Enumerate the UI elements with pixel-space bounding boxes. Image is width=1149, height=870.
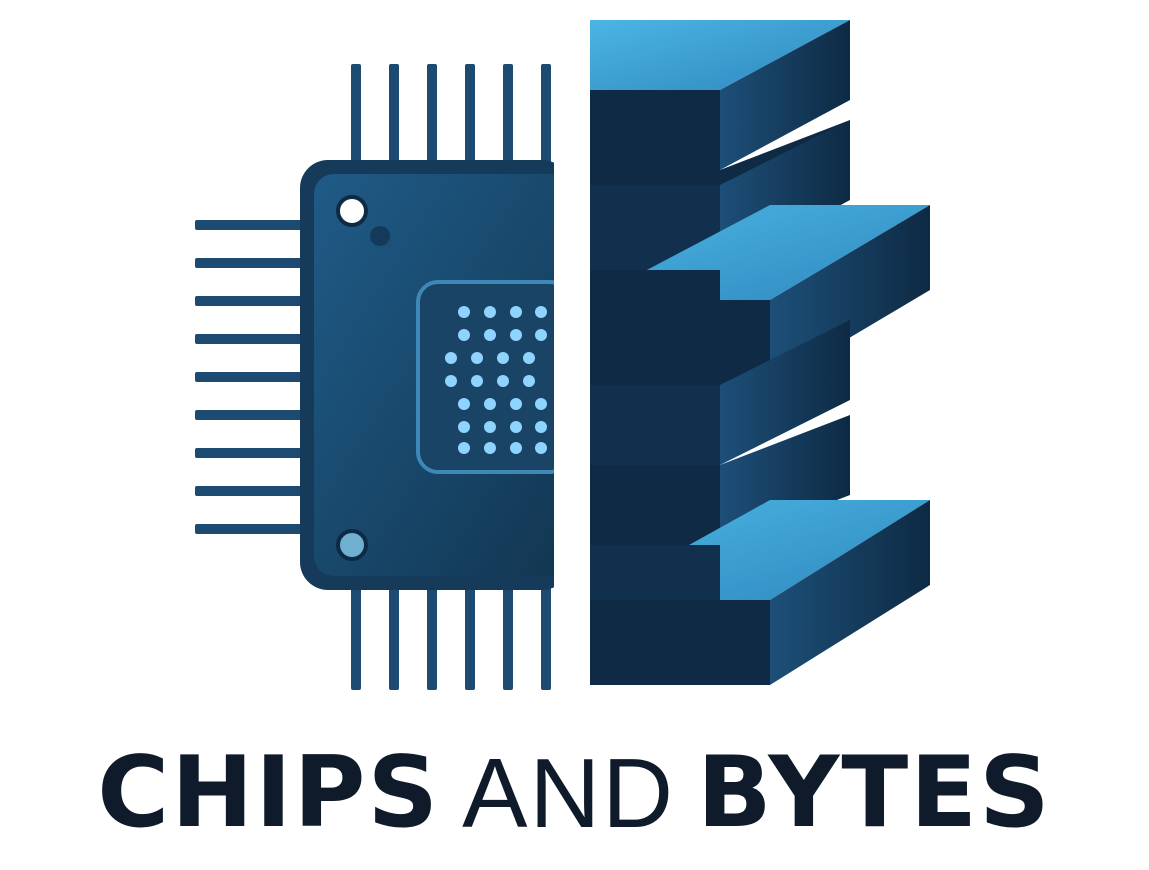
chip-left-pins <box>195 220 307 534</box>
brand-name: CHIPS AND BYTES <box>0 728 1149 858</box>
chip-marker-shadow <box>370 226 390 246</box>
chip-marker-top <box>336 195 368 227</box>
brand-word-bytes: BYTES <box>697 736 1052 850</box>
microchip-icon <box>195 64 588 700</box>
stacked-blocks-icon <box>590 20 930 685</box>
brand-word-chips: CHIPS <box>97 736 441 850</box>
chip-top-pins <box>351 64 551 164</box>
chip-marker-bottom <box>336 529 368 561</box>
split-gap <box>554 150 588 700</box>
logo-mark <box>195 20 930 700</box>
chip-bottom-pins <box>351 585 551 690</box>
chip-dot-grid <box>445 306 547 454</box>
brand-word-and: AND <box>462 738 676 848</box>
